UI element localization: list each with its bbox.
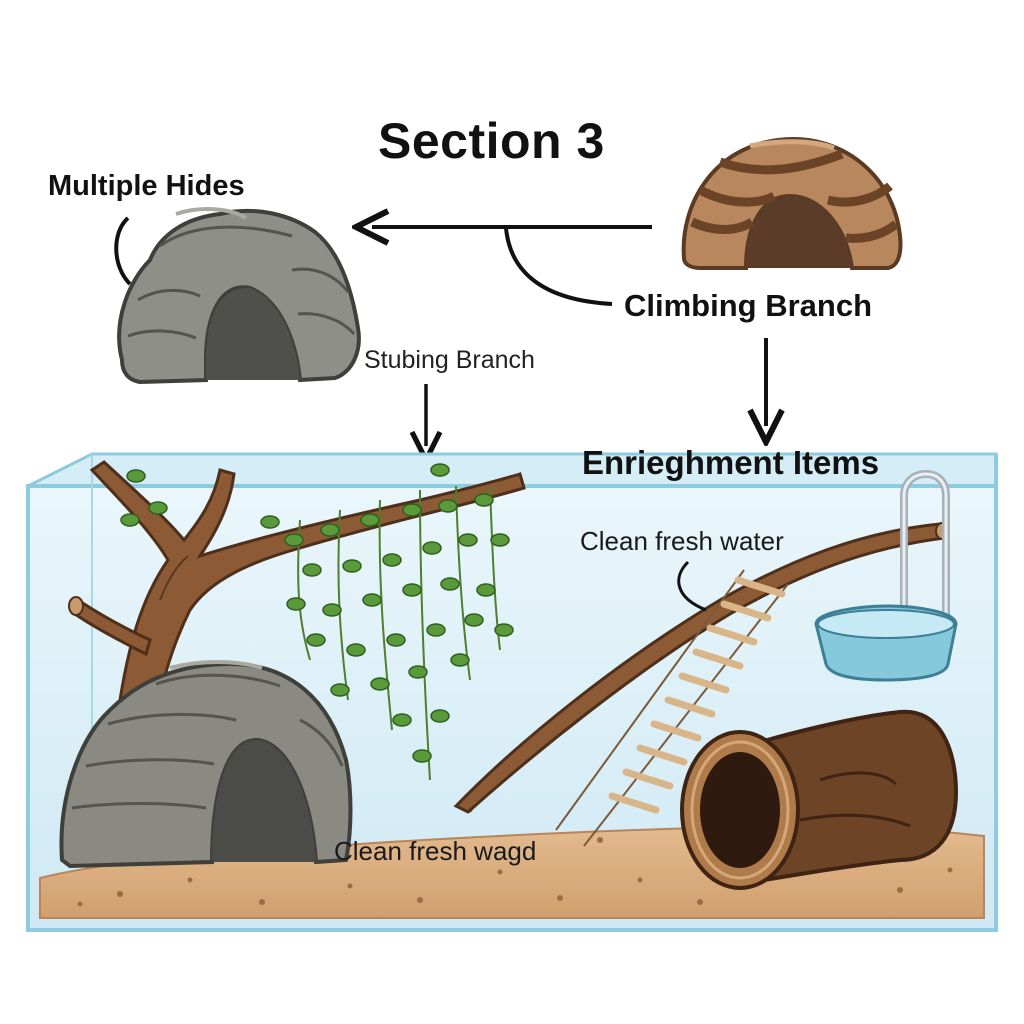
connector-clean-fresh-water [677,560,707,612]
bracket-multiple-hides [114,216,132,286]
label-enrichment-items: Enrieghment Items [582,444,880,481]
section-title: Section 3 [378,113,605,169]
label-stubing-branch: Stubing Branch [364,346,535,374]
stone-hide-top [117,207,361,385]
label-climbing-branch: Climbing Branch [624,288,873,323]
wood-hide-top [681,137,903,270]
rope-ladder [555,569,789,847]
water-bowl [814,604,958,682]
connector-climbing-branch [504,227,613,306]
tree-branch [68,460,526,723]
hanging-vines [120,463,514,781]
hollow-log [680,709,959,890]
label-clean-fresh-wagd: Clean fresh wagd [334,836,537,866]
water-dispenser [900,469,950,620]
label-multiple-hides: Multiple Hides [48,170,245,202]
stone-hide-tank [59,660,353,869]
label-clean-fresh-water: Clean fresh water [580,526,784,556]
